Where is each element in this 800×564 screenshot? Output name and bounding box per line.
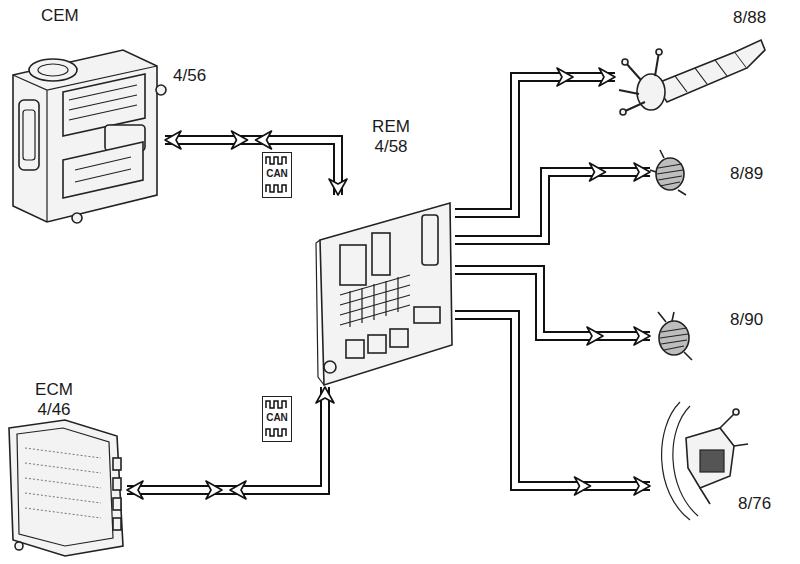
arrow-head xyxy=(587,327,603,345)
part-label: 8/88 xyxy=(733,8,766,28)
pipe-inner xyxy=(455,315,650,486)
part-label: ECM 4/46 xyxy=(29,380,79,420)
component-node: CEM4/56 xyxy=(5,30,165,225)
cem-illustration xyxy=(5,30,165,225)
waveform-symbol xyxy=(265,427,288,438)
pipe-outline xyxy=(165,140,338,195)
pipe-inner xyxy=(455,77,615,213)
ecm-illustration xyxy=(5,418,127,558)
signal-pipe xyxy=(455,315,650,495)
part-label: 8/89 xyxy=(730,164,763,184)
arrow-head xyxy=(634,477,650,495)
component-node: ECM 4/46 xyxy=(5,418,127,558)
part-label: 4/56 xyxy=(173,66,206,86)
arrow-head xyxy=(575,477,591,495)
arrow-head xyxy=(599,68,615,86)
arrow-head xyxy=(230,481,246,499)
arrow-head xyxy=(165,131,181,149)
arrow-head xyxy=(316,387,334,403)
component-node: 8/76 xyxy=(650,398,750,523)
pipe-outline xyxy=(455,315,650,486)
component-node: 8/89 xyxy=(650,150,690,195)
arrow-head xyxy=(634,327,650,345)
arrow-head xyxy=(634,163,650,181)
signal-pipe xyxy=(455,270,650,345)
arrow-head xyxy=(590,163,606,181)
waveform-symbol xyxy=(265,183,288,194)
signal-pipe xyxy=(165,131,347,195)
pipe-outline xyxy=(127,387,325,490)
coil-illustration xyxy=(650,312,695,360)
bus-label: CAN xyxy=(263,412,291,424)
part-label: CEM xyxy=(41,6,79,26)
signal-pipe xyxy=(455,68,615,213)
coil-illustration xyxy=(650,150,690,195)
bus-label: CAN xyxy=(263,168,291,180)
component-node: REM 4/58 xyxy=(310,195,455,387)
arrow-head xyxy=(329,179,347,195)
injector-illustration xyxy=(615,32,765,117)
arrow-head xyxy=(127,481,143,499)
part-label: REM 4/58 xyxy=(366,117,416,157)
waveform-symbol xyxy=(265,155,288,166)
pipe-outline xyxy=(455,77,615,213)
part-label: 8/76 xyxy=(738,494,771,514)
component-node: 8/88 xyxy=(615,32,765,117)
arrow-head xyxy=(232,131,248,149)
pipe-inner xyxy=(127,387,325,490)
signal-pipe xyxy=(127,387,334,499)
pipe-outline xyxy=(455,270,650,336)
pipe-inner xyxy=(165,140,338,195)
component-node: 8/90 xyxy=(650,312,695,360)
pipe-outline xyxy=(455,172,650,240)
waveform-symbol xyxy=(265,399,288,410)
arrow-head xyxy=(206,481,222,499)
bus-symbol: CAN xyxy=(262,396,292,442)
part-label: 8/90 xyxy=(730,310,763,330)
arrow-head xyxy=(256,131,272,149)
rem-illustration xyxy=(310,195,455,387)
bus-symbol: CAN xyxy=(262,152,292,198)
signal-pipe xyxy=(455,163,650,240)
actuator-illustration xyxy=(650,398,750,523)
arrow-head xyxy=(557,68,573,86)
pipe-inner xyxy=(455,270,650,336)
pipe-inner xyxy=(455,172,650,240)
